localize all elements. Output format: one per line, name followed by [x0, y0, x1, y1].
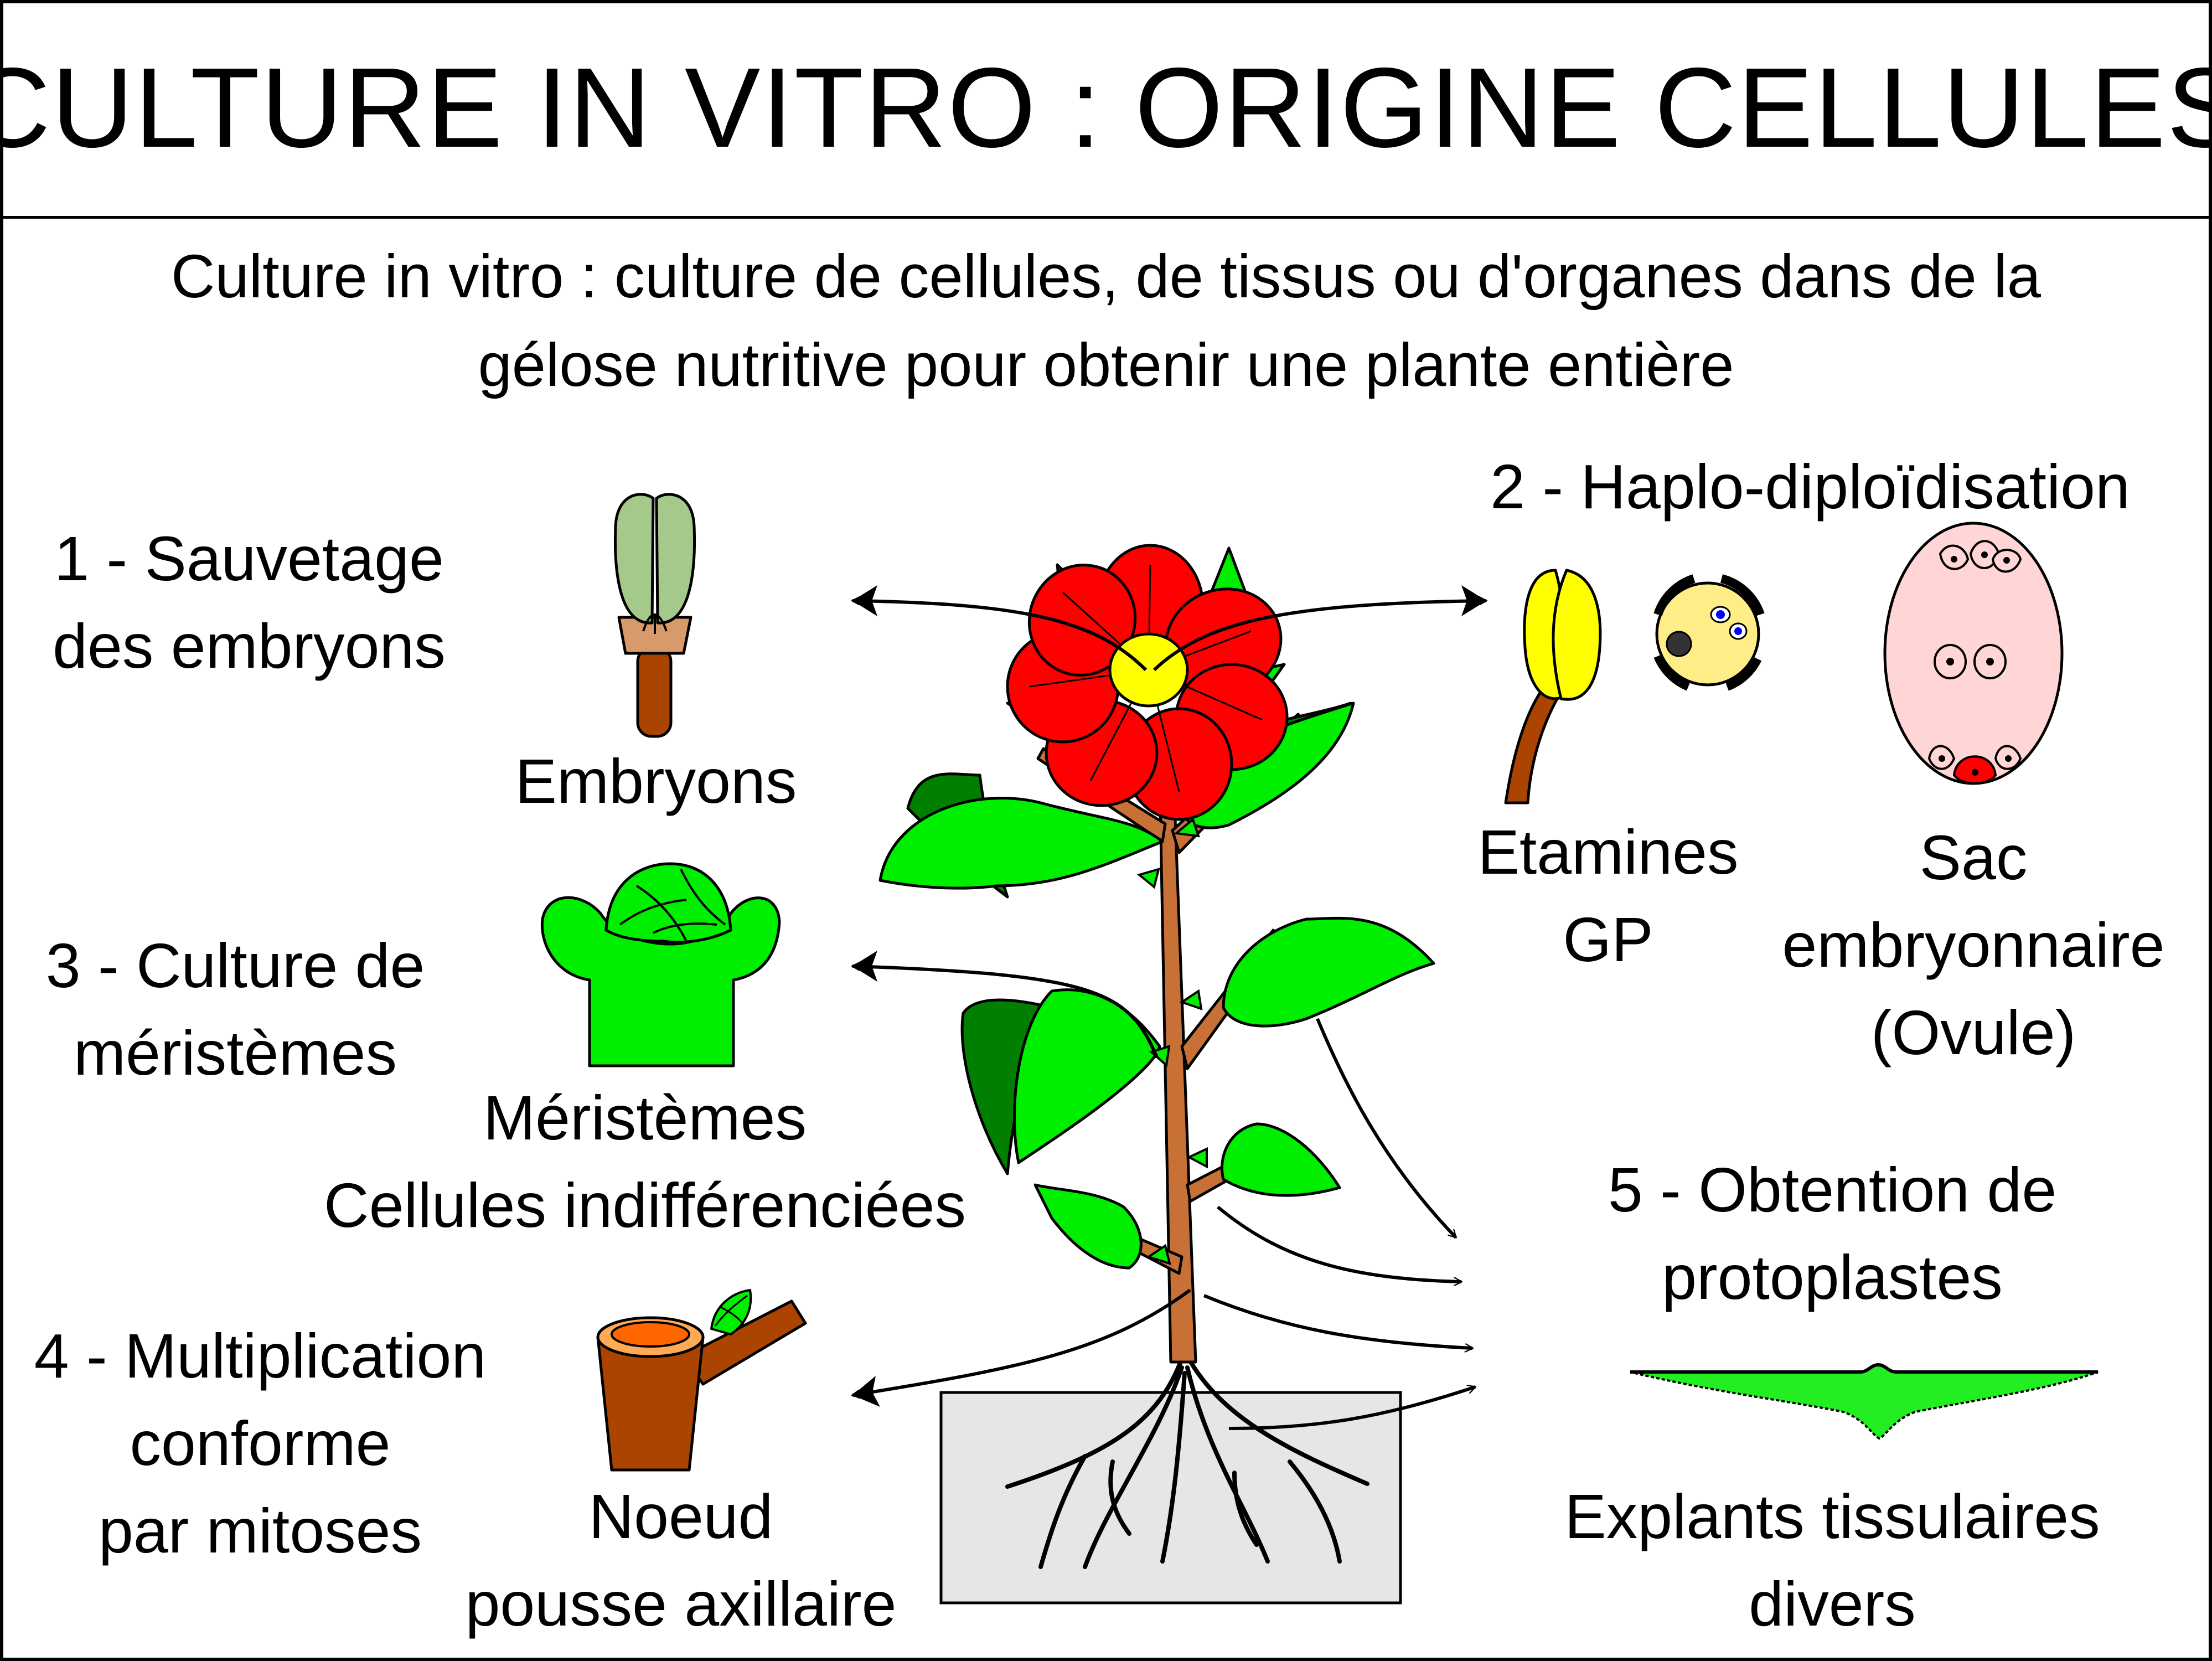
stamen-caption: Etamines GP [1434, 808, 1782, 983]
section-3-line-1: 3 - Culture de [45, 931, 425, 1000]
arrow-protoplast-3 [1203, 1294, 1472, 1348]
node-caption-line-2: pousse axillaire [465, 1569, 897, 1639]
arrowhead-left-2 [852, 951, 877, 982]
section-1-heading: 1 - Sauvetage des embryons [22, 515, 476, 690]
leaf-lower-left [1033, 1183, 1143, 1270]
arrow-to-node [852, 1288, 1191, 1395]
page-title: CULTURE IN VITRO : ORIGINE CELLULES [0, 44, 2212, 171]
arrows [852, 601, 1486, 1430]
embryo-sac-caption-line-1: Sac [1919, 823, 2028, 893]
arrowhead-left-1 [852, 585, 877, 616]
arrow-protoplast-4 [1228, 1387, 1475, 1430]
plant-roots [1005, 1349, 1369, 1569]
node-caption-line-1: Noeud [588, 1482, 773, 1551]
section-3-line-2: méristèmes [74, 1018, 397, 1088]
section-3-heading: 3 - Culture de méristèmes [8, 922, 462, 1097]
arrowhead-right-1 [1461, 585, 1486, 616]
embryo-sac-illustration [1883, 522, 2064, 785]
pollen-grain-illustration [1653, 574, 1765, 691]
arrow-protoplast-1 [1316, 1018, 1456, 1237]
section-2-heading: 2 - Haplo-diploïdisation [1490, 452, 2130, 522]
section-1-line-2: des embryons [53, 611, 446, 681]
arrow-to-embryos [852, 601, 1148, 672]
arrowhead-left-3 [852, 1376, 880, 1407]
explant-caption-line-1: Explants tissulaires [1564, 1482, 2100, 1551]
arrow-to-meristems [852, 966, 1159, 1059]
section-1-line-1: 1 - Sauvetage [54, 524, 444, 594]
definition-line-2: gélose nutritive pour obtenir une plante… [478, 331, 1734, 399]
leaf-middle-right [1222, 916, 1435, 1028]
embryo-illustration [613, 493, 696, 738]
section-5-line-2: protoplastes [1662, 1242, 2003, 1312]
leaf-lower-right [1221, 1122, 1341, 1197]
embryo-sac-caption-line-2: embryonnaire [1782, 910, 2165, 980]
flower [1006, 544, 1289, 821]
arrow-to-stamens [1152, 601, 1486, 672]
section-4-line-2: conforme [130, 1409, 391, 1478]
explant-caption: Explants tissulaires divers [1506, 1473, 2159, 1648]
meristem-caption-line-1: Méristèmes [483, 1083, 807, 1153]
stamen-caption-line-2: GP [1563, 905, 1653, 974]
stamen-caption-line-1: Etamines [1477, 817, 1739, 887]
node-illustration [596, 1289, 807, 1472]
title-band: CULTURE IN VITRO : ORIGINE CELLULES [0, 0, 2212, 219]
definition-line-1: Culture in vitro : culture de cellules, … [171, 243, 2041, 311]
embryo-sac-caption: Sac embryonnaire (Ovule) [1744, 814, 2203, 1076]
section-5-line-1: 5 - Obtention de [1608, 1155, 2057, 1225]
meristem-caption-line-2: Cellules indifférenciées [324, 1170, 966, 1240]
flower-center [1108, 632, 1189, 708]
embryo-caption: Embryons [515, 746, 797, 816]
leaf-upper-left [878, 796, 1164, 890]
meristem-illustration [540, 862, 781, 1067]
node-caption: Noeud pousse axillaire [437, 1473, 924, 1648]
stamen-illustration [1504, 569, 1602, 804]
explant-illustration [1630, 1363, 2099, 1440]
explant-caption-line-2: divers [1749, 1569, 1916, 1639]
definition-text: Culture in vitro : culture de cellules, … [0, 233, 2212, 410]
section-4-line-1: 4 - Multiplication [34, 1321, 487, 1391]
section-4-heading: 4 - Multiplication conforme par mitoses [6, 1312, 515, 1575]
section-4-line-3: par mitoses [98, 1496, 422, 1566]
section-5-heading: 5 - Obtention de protoplastes [1528, 1146, 2137, 1321]
meristem-caption: Méristèmes Cellules indifférenciées [277, 1074, 1013, 1249]
embryo-sac-caption-line-3: (Ovule) [1870, 998, 2076, 1067]
arrow-protoplast-2 [1217, 1205, 1461, 1282]
plant-leaves [878, 701, 1435, 1270]
leaf-middle-left [1013, 988, 1161, 1164]
